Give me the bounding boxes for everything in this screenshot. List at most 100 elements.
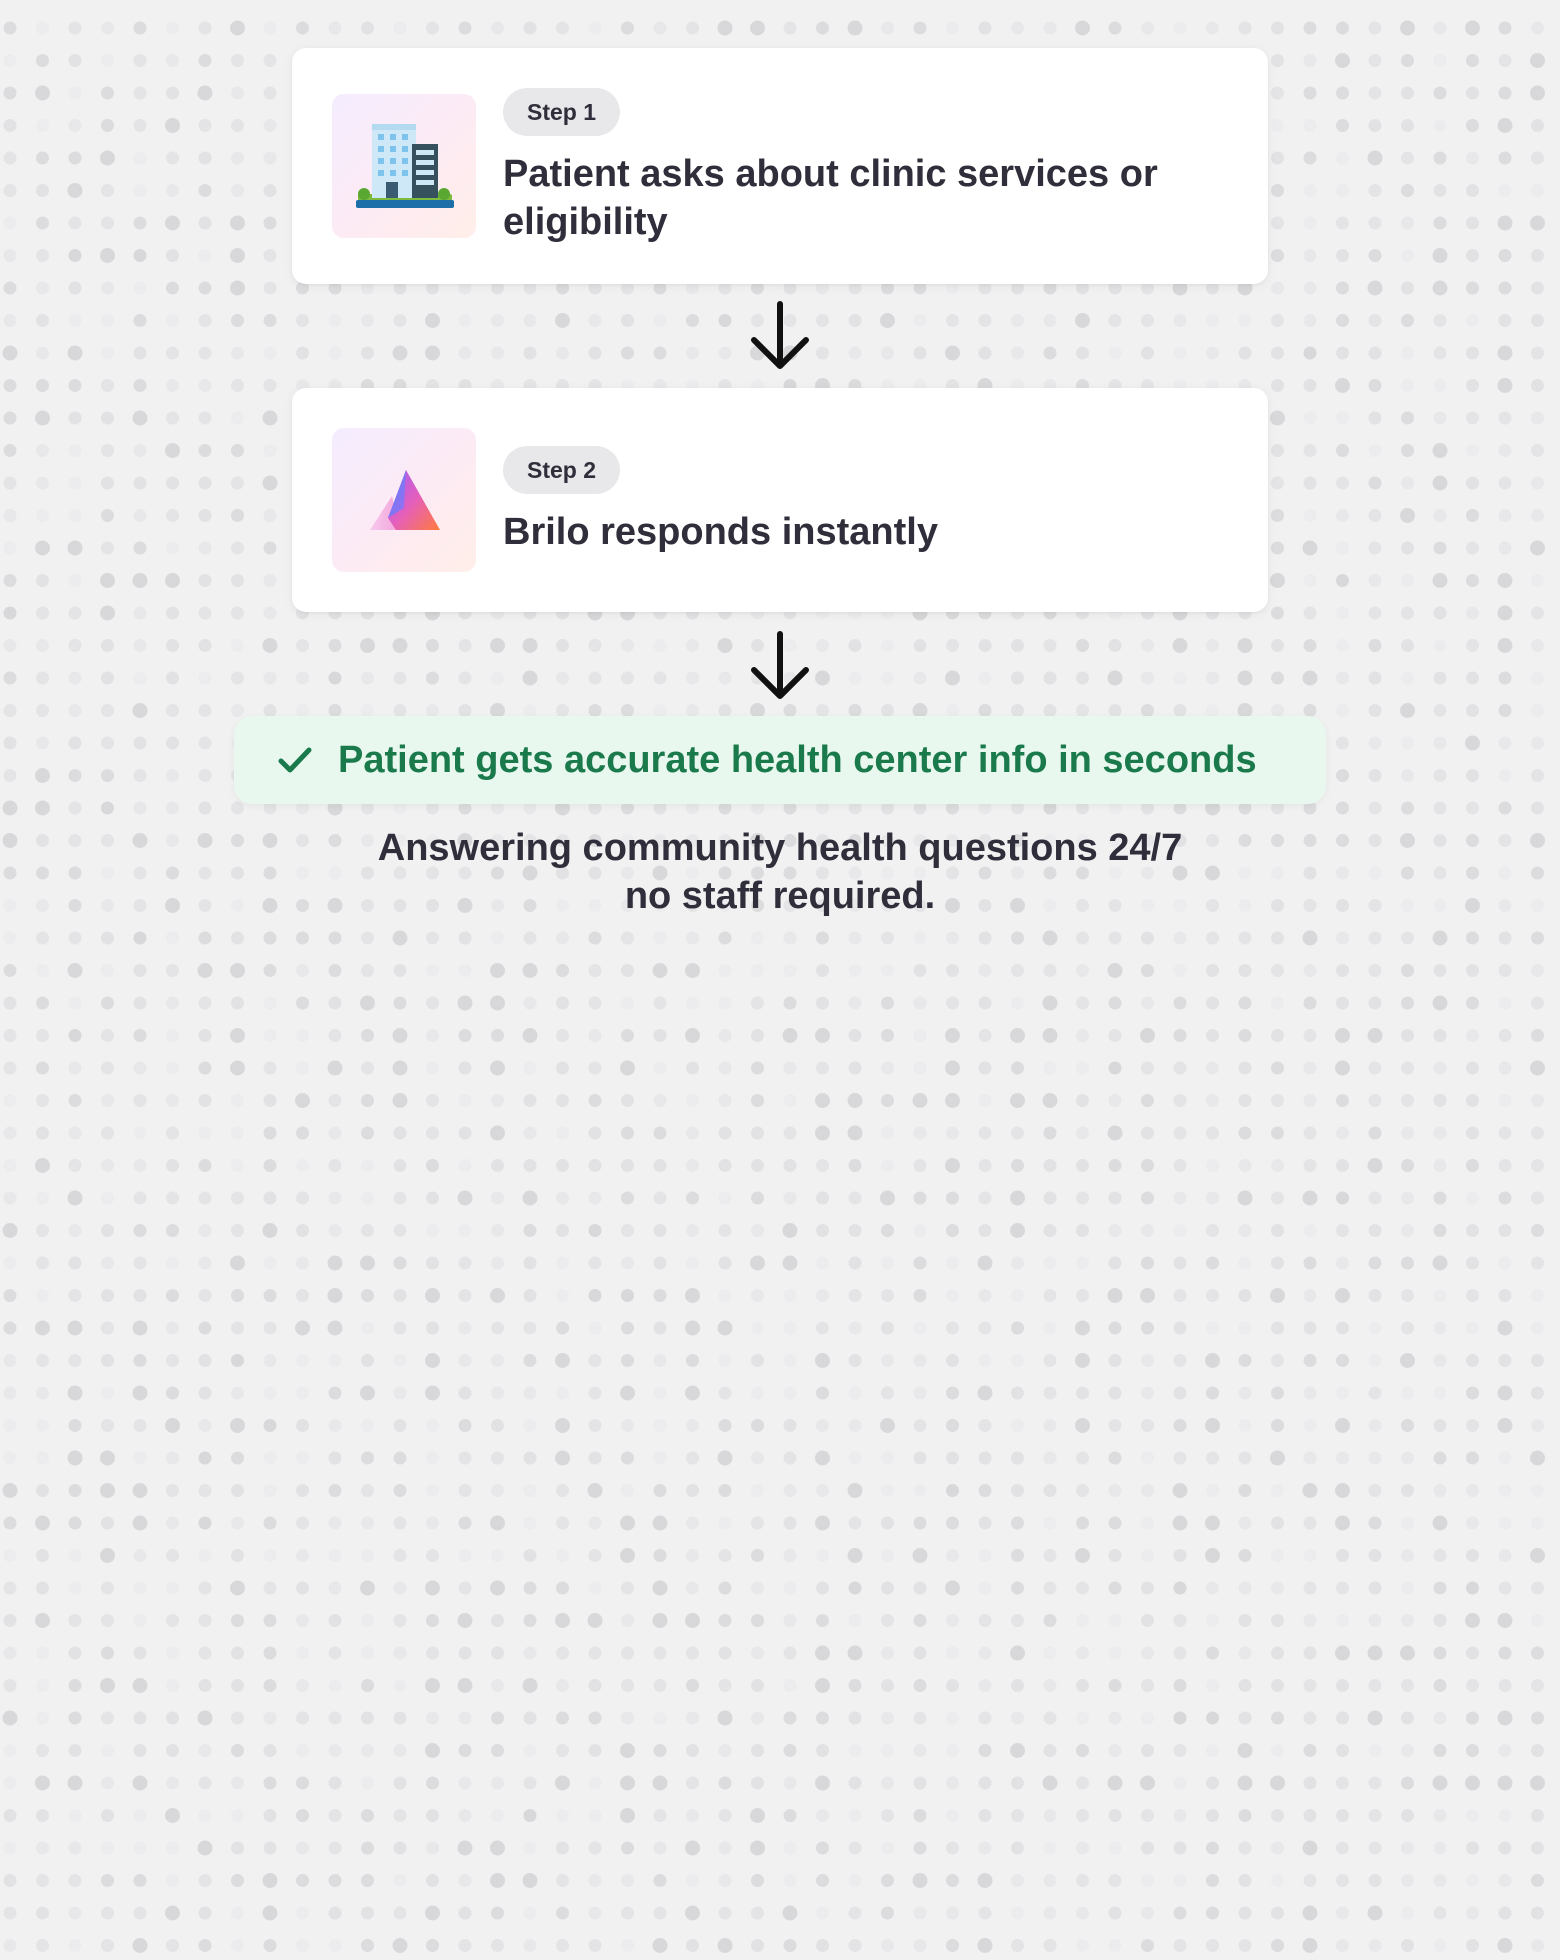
background-dot [686,931,699,945]
background-dot [1466,54,1479,67]
background-dot [1237,638,1253,653]
background-dot [36,931,49,945]
background-dot [133,281,147,295]
background-dot [1498,899,1512,912]
background-dot [361,931,374,945]
background-dot [198,411,212,425]
background-dot [1433,54,1447,67]
background-dot [1336,216,1349,230]
background-dot [392,638,408,653]
background-dot [263,86,277,100]
background-dot [3,769,17,782]
background-dot [881,21,894,35]
background-dot [198,379,212,392]
background-dot [296,639,309,652]
background-dot [1141,866,1154,880]
background-dot [361,346,374,360]
background-dot [491,899,504,912]
background-dot [1368,899,1382,912]
background-dot [263,346,277,360]
background-dot [133,21,147,35]
background-dot [881,639,894,652]
background-dot [68,54,82,67]
background-dot [231,574,244,587]
background-dot [458,281,472,295]
background-dot [101,931,114,945]
background-dot [1336,21,1349,35]
background-dot [36,639,49,652]
background-dot [1303,509,1317,522]
background-dot [1205,800,1220,816]
background-dot [262,833,278,848]
background-dot [231,801,244,815]
background-dot [1433,704,1447,717]
background-dot [1466,476,1479,490]
background-dot [1498,704,1512,717]
background-dot [3,509,17,522]
background-dot [1466,509,1479,522]
background-dot [523,281,537,295]
background-dot [393,704,407,717]
background-dot [1433,801,1447,815]
background-dot [588,899,602,912]
background-dot [1336,249,1349,262]
background-dot [198,281,212,295]
background-dot [133,86,147,100]
background-dot [3,411,17,425]
background-dot [296,899,309,912]
background-dot [653,704,667,717]
background-dot [750,20,765,36]
background-dot [1401,866,1414,880]
background-dot [653,281,667,295]
background-dot [327,898,343,913]
background-dot [263,281,277,295]
background-dot [36,476,49,490]
background-dot [231,639,244,652]
background-dot [816,704,829,717]
background-dot [1206,931,1219,945]
background-dot [426,21,439,35]
background-dot [198,509,212,522]
background-dot [1108,834,1122,847]
background-dot [718,834,732,847]
background-dot [3,704,17,717]
background-dot [1303,411,1317,425]
background-dot [1401,736,1414,750]
background-dot [1271,509,1284,522]
background-dot [1108,704,1122,717]
background-dot [100,605,115,621]
background-dot [1466,639,1479,652]
background-dot [1043,834,1057,847]
background-dot [718,314,732,327]
background-dot [978,346,992,360]
background-dot [35,768,50,783]
background-dot [1433,639,1447,652]
background-dot [1108,866,1122,880]
background-dot [1173,801,1187,815]
background-dot [588,801,602,815]
background-dot [426,834,439,847]
background-dot [1368,606,1382,620]
background-dot [1076,899,1089,912]
background-dot [912,703,928,718]
background-dot [1303,21,1317,35]
background-dot [231,866,244,880]
background-dot [198,54,212,67]
background-dot [1141,314,1154,327]
background-dot [263,314,277,327]
background-dot [1466,931,1479,945]
background-dot [1401,769,1414,782]
background-dot [101,54,114,67]
background-dot [1271,801,1284,815]
background-dot [621,346,634,360]
background-dot [231,314,244,327]
background-dot [361,281,374,295]
background-dot [1401,216,1414,230]
background-dot [3,671,17,685]
background-dot [166,476,179,490]
background-dot [166,704,179,717]
background-dot [1108,346,1122,360]
background-dot [848,314,862,327]
background-dot [1271,379,1284,392]
background-dot [1336,866,1349,880]
